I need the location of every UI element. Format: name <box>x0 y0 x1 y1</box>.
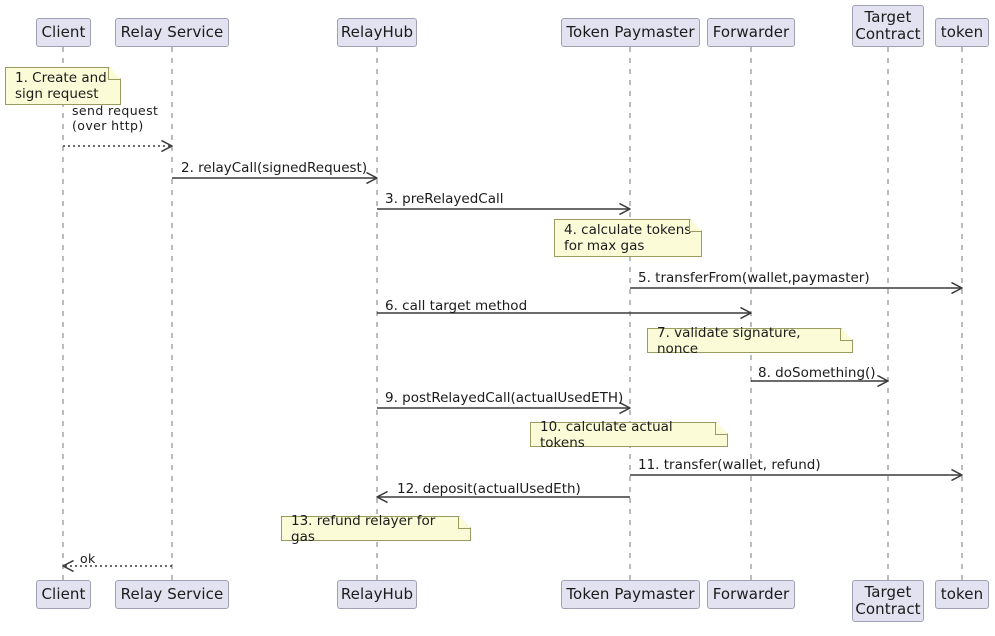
participant-label: RelayHub <box>340 23 414 41</box>
participant-relay_service-top[interactable]: Relay Service <box>115 18 229 47</box>
message-label-ok: ok <box>80 551 96 566</box>
arrow-head <box>740 307 752 319</box>
note-fold-corner-icon <box>840 328 853 341</box>
participant-label: Relay Service <box>120 23 224 41</box>
message-label-2: 2. relayCall(signedRequest) <box>181 160 368 176</box>
message-arrow-3 <box>377 203 631 215</box>
message-arrow-11 <box>630 469 963 481</box>
participant-label: token <box>940 23 984 41</box>
participant-target_contract-top[interactable]: Target Contract <box>852 5 924 47</box>
note-10: 10. calculate actual tokens <box>530 419 728 451</box>
participant-token_paymaster-top[interactable]: Token Paymaster <box>561 18 700 47</box>
note-13: 13. refund relayer for gas <box>281 513 471 545</box>
participant-label: Token Paymaster <box>566 23 695 41</box>
participant-label: token <box>940 585 984 603</box>
message-label-8: 8. doSomething() <box>758 365 876 381</box>
participant-token-top[interactable]: token <box>935 18 989 47</box>
message-arrow-ok <box>62 560 172 572</box>
participant-target_contract-bottom[interactable]: Target Contract <box>852 580 924 622</box>
note-text: 4. calculate tokens for max gas <box>564 222 692 254</box>
note-text: 10. calculate actual tokens <box>540 418 673 451</box>
participant-client-top[interactable]: Client <box>36 18 91 47</box>
participant-token-bottom[interactable]: token <box>935 580 989 609</box>
message-label-send-request: send request (over http) <box>72 103 159 133</box>
participant-forwarder-bottom[interactable]: Forwarder <box>707 580 795 609</box>
participant-label: Target Contract <box>855 8 921 43</box>
participant-label: Target Contract <box>855 583 921 618</box>
participant-token_paymaster-bottom[interactable]: Token Paymaster <box>561 580 700 609</box>
note-fold-corner-icon <box>689 219 702 232</box>
message-label-3: 3. preRelayedCall <box>385 191 504 207</box>
arrow-head <box>619 203 631 215</box>
participant-label: Client <box>41 585 86 603</box>
message-arrow-9 <box>377 402 631 414</box>
participant-relay_hub-top[interactable]: RelayHub <box>337 18 417 47</box>
message-arrow-8 <box>751 375 889 387</box>
arrow-head <box>62 560 74 572</box>
message-label-12: 12. deposit(actualUsedEth) <box>397 481 581 497</box>
participant-relay_hub-bottom[interactable]: RelayHub <box>337 580 417 609</box>
note-7: 7. validate signature, nonce <box>647 325 853 357</box>
message-label-6: 6. call target method <box>385 298 528 314</box>
message-label-9: 9. postRelayedCall(actualUsedETH) <box>385 390 624 406</box>
arrow-head <box>161 140 173 152</box>
note-fold-corner-icon <box>715 422 728 435</box>
arrow-head <box>951 469 963 481</box>
message-arrow-2 <box>172 172 378 184</box>
message-label-5: 5. transferFrom(wallet,paymaster) <box>638 270 870 286</box>
arrow-head <box>619 402 631 414</box>
participant-label: RelayHub <box>340 585 414 603</box>
arrow-head <box>366 172 378 184</box>
note-text: 7. validate signature, nonce <box>657 324 801 357</box>
arrow-head <box>951 282 963 294</box>
message-arrow-6 <box>377 307 752 319</box>
message-arrow-5 <box>630 282 963 294</box>
note-fold-corner-icon <box>458 516 471 529</box>
participant-label: Forwarder <box>712 23 790 41</box>
note-4: 4. calculate tokens for max gas <box>554 219 702 257</box>
note-1: 1. Create and sign request <box>5 67 121 105</box>
message-arrow-send-request <box>63 140 173 152</box>
note-fold-corner-icon <box>108 67 121 80</box>
arrow-head <box>376 491 388 503</box>
note-text: 13. refund relayer for gas <box>291 512 436 545</box>
participant-label: Token Paymaster <box>566 585 695 603</box>
message-label-11: 11. transfer(wallet, refund) <box>638 457 821 473</box>
participant-relay_service-bottom[interactable]: Relay Service <box>115 580 229 609</box>
participant-client-bottom[interactable]: Client <box>36 580 91 609</box>
arrow-head <box>877 375 889 387</box>
message-arrow-12 <box>376 491 630 503</box>
participant-forwarder-top[interactable]: Forwarder <box>707 18 795 47</box>
participant-label: Client <box>41 23 86 41</box>
participant-label: Forwarder <box>712 585 790 603</box>
note-text: 1. Create and sign request <box>15 70 107 102</box>
participant-label: Relay Service <box>120 585 224 603</box>
